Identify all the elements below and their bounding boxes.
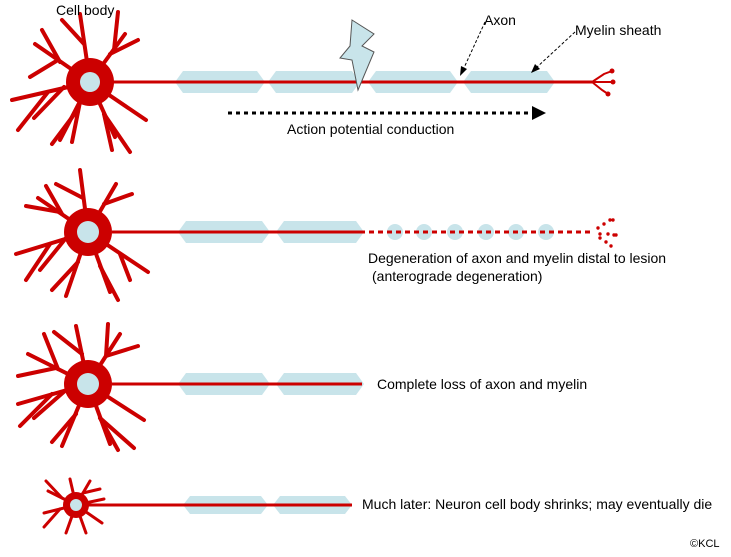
dendrite-1-16 (102, 112, 132, 154)
dendrite-2-11 (50, 260, 80, 292)
label-myelin-sheath: Myelin sheath (575, 22, 662, 38)
dendrite-3-2 (42, 332, 60, 371)
nucleus-3 (77, 373, 99, 395)
dendrite-2-6 (102, 192, 134, 206)
myelin-debris-5 (538, 224, 554, 240)
synaptic-bouton-1-1 (610, 79, 616, 85)
degenerating-terminal-1 (602, 222, 606, 226)
synaptic-bouton-1-0 (609, 68, 615, 74)
dendrite-2-2 (44, 184, 64, 216)
degenerating-terminal-2 (608, 218, 612, 222)
degenerating-terminal-9 (611, 218, 615, 222)
dendrite-1-4 (60, 18, 86, 46)
myelin-pointer-arrowhead (531, 64, 540, 73)
synaptic-bouton-1-2 (605, 91, 611, 97)
degenerating-terminal-4 (606, 232, 610, 236)
dendrite-4-6 (42, 507, 62, 529)
degenerating-terminal-7 (604, 240, 608, 244)
dendrite-1-9 (16, 90, 50, 132)
axon-pointer-arrowhead (460, 66, 467, 76)
nucleus-1 (80, 72, 100, 92)
dendrite-4-1 (44, 479, 64, 500)
dendrite-2-1 (24, 204, 62, 214)
dendrite-1-15 (102, 112, 114, 152)
dendrite-3-1 (16, 366, 58, 378)
dendrite-3-14 (98, 416, 120, 452)
dendrite-1-1 (28, 58, 60, 79)
dendrite-3-7 (104, 322, 110, 358)
axon-pointer-line (462, 21, 486, 71)
dendrite-2-15 (118, 252, 132, 282)
dendrite-3-9 (18, 392, 54, 428)
lesion-lightning-icon (339, 19, 375, 92)
label-axon: Axon (484, 12, 516, 28)
label-action-potential: Action potential conduction (287, 121, 455, 137)
dendrite-3-10 (32, 388, 68, 420)
nucleus-4 (70, 499, 82, 511)
dendrite-3-15 (98, 416, 136, 450)
action-potential-arrowhead (532, 106, 546, 120)
dendrite-2-4 (54, 182, 85, 200)
dendrite-2-9 (38, 236, 68, 272)
degenerating-terminal-10 (614, 233, 618, 237)
dendrite-4-4 (81, 487, 102, 495)
degenerating-terminal-0 (596, 226, 600, 230)
label-complete-loss: Complete loss of axon and myelin (377, 376, 588, 392)
myelin-pointer-line (535, 31, 576, 69)
label-copyright: ©KCL (690, 538, 720, 550)
myelin-debris-0 (387, 224, 403, 240)
dendrite-1-13 (70, 100, 82, 144)
dendrite-1-7 (112, 10, 120, 52)
degenerating-terminal-3 (598, 232, 602, 236)
label-much-later: Much later: Neuron cell body shrinks; ma… (362, 496, 713, 512)
degenerating-terminal-6 (598, 236, 602, 240)
label-degeneration-line2: (anterograde degeneration) (372, 268, 543, 284)
dendrite-1-10 (32, 85, 66, 120)
label-cell-body: Cell body (56, 2, 115, 18)
dendrite-2-13 (98, 264, 120, 302)
degenerating-terminal-8 (609, 244, 613, 248)
dendrite-3-6 (104, 344, 140, 358)
dendrite-2-8 (24, 242, 52, 282)
dendrite-3-4 (52, 330, 84, 356)
axon-terminal-1c (591, 81, 609, 95)
nucleus-2 (77, 221, 99, 243)
axon-terminal-1a (591, 70, 613, 83)
dendrite-3-12 (50, 412, 78, 444)
label-degeneration-line1: Degeneration of axon and myelin distal t… (368, 250, 667, 266)
dendrite-1-12 (50, 110, 78, 146)
dendrite-1-2 (40, 28, 62, 64)
